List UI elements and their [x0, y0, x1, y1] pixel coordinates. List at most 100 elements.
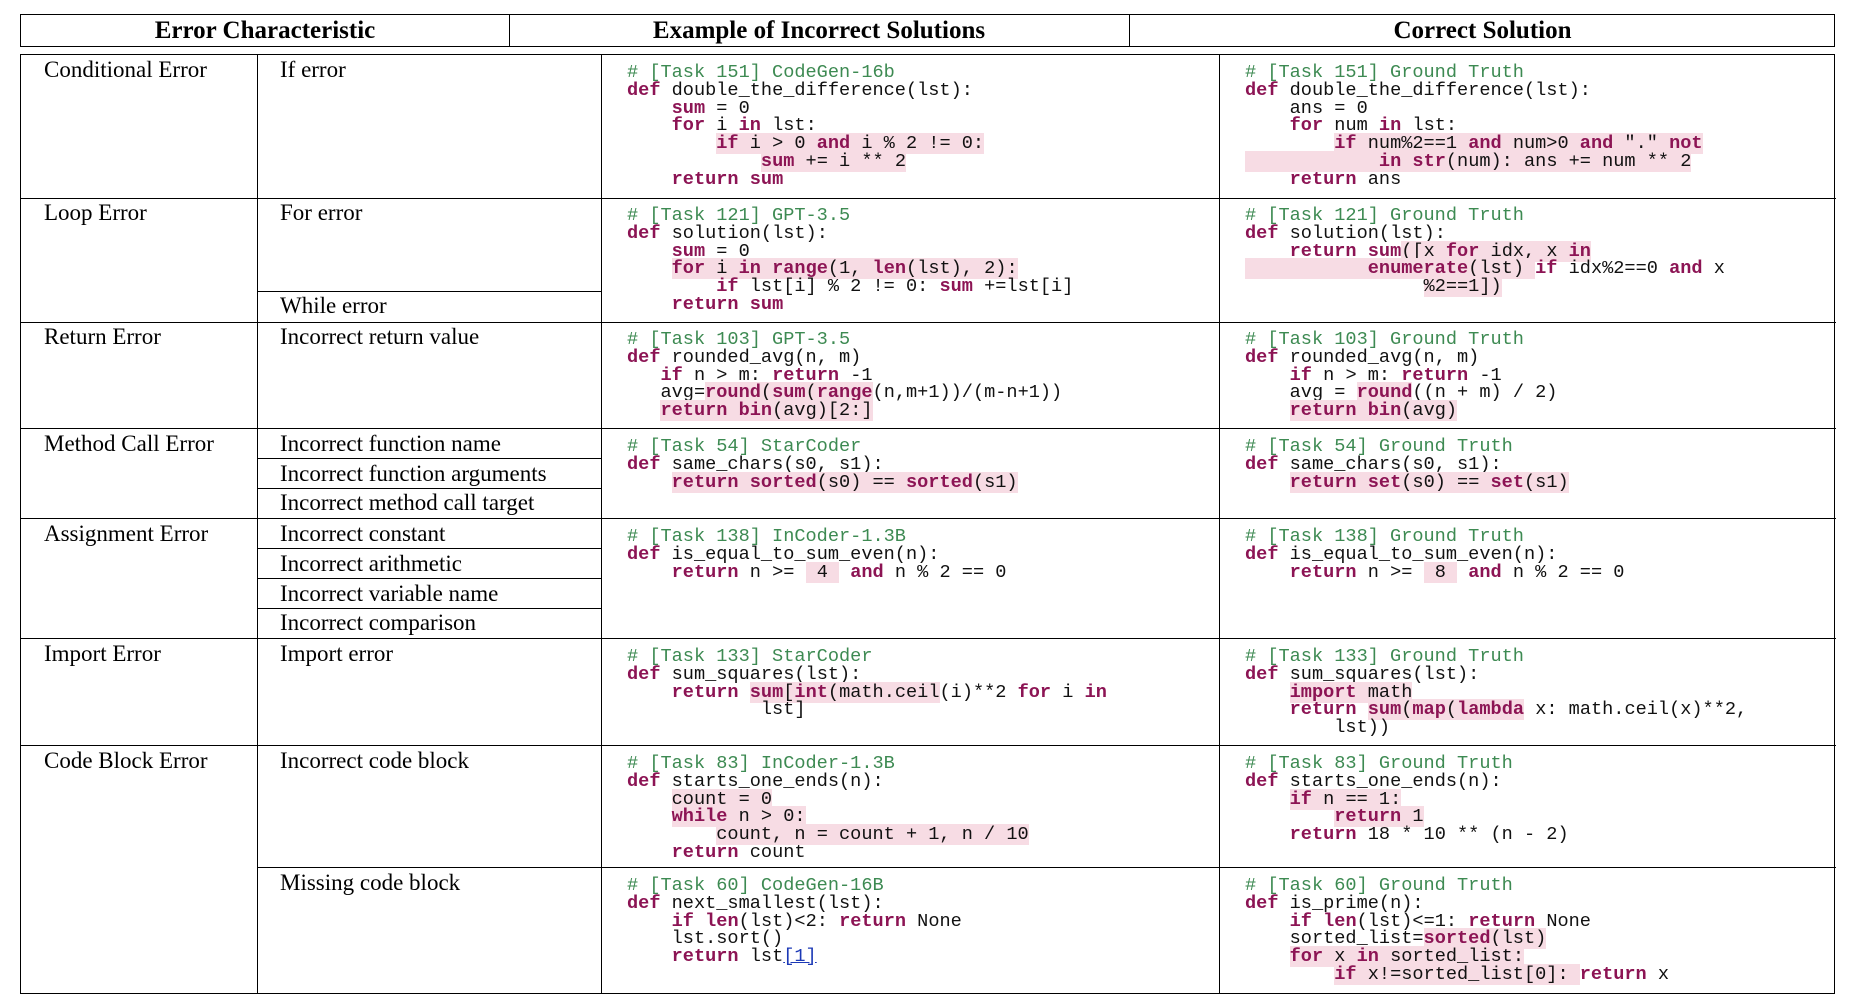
code-token: (avg)[2:] — [772, 400, 873, 422]
subtype-incorrect-function-name: Incorrect function name — [280, 431, 501, 456]
code-line: # [Task 151] CodeGen-16b — [627, 63, 984, 82]
code-token: for — [671, 258, 706, 280]
code-token: if — [1289, 364, 1312, 386]
code-token: return — [1289, 400, 1357, 422]
code-token: sum — [749, 681, 784, 703]
code-token — [627, 946, 672, 967]
code-token — [627, 842, 672, 863]
code-token: (s0) == — [1401, 471, 1491, 493]
code-token: sum — [749, 293, 784, 315]
code-token: i — [705, 258, 739, 280]
code-line: ans = 0 — [1245, 99, 1703, 118]
code-token: sum_squares(lst): — [660, 663, 862, 685]
code-token: solution(lst): — [660, 222, 828, 244]
code-token: 8 — [1423, 561, 1458, 583]
code-line: enumerate(lst) if idx%2==0 and x — [1245, 258, 1725, 280]
code-token: in — [1568, 240, 1591, 262]
code-token: return — [1289, 471, 1357, 493]
code-token: enumerate — [1367, 258, 1469, 280]
code-token: if — [1334, 963, 1357, 985]
code-line: if n > m: return -1 — [627, 366, 1062, 385]
code-token: if — [1535, 258, 1558, 280]
code-token: [ — [783, 681, 795, 703]
code-line: count, n = count + 1, n / 10 — [627, 824, 1029, 846]
subtype-incorrect-function-arguments: Incorrect function arguments — [280, 461, 547, 486]
code-line: return sum(map(lambda x: math.ceil(x)**2… — [1245, 699, 1748, 721]
code-token: (num): ans += num ** 2 — [1445, 150, 1692, 172]
code-token — [839, 562, 850, 583]
code-token: if — [1334, 133, 1357, 155]
code-token: # [Task 60] Ground Truth — [1245, 875, 1513, 896]
code-token: i > 0 — [738, 133, 817, 155]
code-token: len — [872, 258, 907, 280]
code-line: # [Task 138] Ground Truth — [1245, 527, 1624, 546]
code-line: sum = 0 — [627, 97, 984, 119]
code-token: i — [1051, 681, 1085, 703]
code-token: starts_one_ends(n): — [660, 770, 884, 792]
code-token — [1245, 824, 1290, 845]
code-line: return sum([x for idx, x in — [1245, 240, 1725, 262]
code-token: count = 0 — [671, 788, 773, 810]
code-token: sum — [671, 97, 706, 119]
code-token: def — [627, 770, 661, 792]
code-token: round — [1356, 382, 1413, 404]
code-token: if — [1289, 910, 1312, 932]
code-token: = 0 — [705, 240, 750, 262]
code-token: (lst)<2: — [738, 910, 840, 932]
code-token: for — [1017, 681, 1052, 703]
code-token: # [Task 151] Ground Truth — [1245, 62, 1524, 83]
code-token: def — [1245, 453, 1279, 475]
code-token: ( — [1401, 699, 1413, 721]
code-token: # [Task 83] Ground Truth — [1245, 753, 1513, 774]
code-token: def — [1245, 222, 1279, 244]
subtype-incorrect-variable-name: Incorrect variable name — [280, 581, 499, 606]
code-token: x: math.ceil(x)**2, — [1524, 699, 1748, 721]
citation-link[interactable]: [1] — [783, 946, 817, 968]
code-token: return — [839, 910, 907, 932]
code-token — [727, 400, 739, 422]
code-token — [627, 562, 672, 583]
code-token: n % 2 == 0 — [883, 561, 1007, 583]
code-token: solution(lst): — [1278, 222, 1446, 244]
code-line: def rounded_avg(n, m) — [1245, 348, 1557, 367]
code-token: return — [1401, 364, 1469, 386]
code-token: lst[i] % 2 != 0: — [738, 276, 940, 298]
code-line: avg=round(sum(range(n,m+1))/(m-n+1)) — [627, 382, 1062, 404]
code-token: return — [671, 471, 739, 493]
code-token: n >= — [738, 561, 806, 583]
code-token: count — [738, 841, 806, 863]
code-token: def — [1245, 663, 1279, 685]
code-token: def — [627, 346, 661, 368]
code-line: avg = round((n + m) / 2) — [1245, 382, 1557, 404]
subtype-incorrect-code-block: Incorrect code block — [280, 748, 470, 773]
subtype-incorrect-arithmetic: Incorrect arithmetic — [280, 551, 462, 576]
code-token: (lst) — [1490, 928, 1547, 950]
code-token: +=lst[i] — [972, 276, 1074, 298]
code-token: ( — [1445, 699, 1458, 721]
code-token: and — [1669, 258, 1703, 280]
code-line: # [Task 133] Ground Truth — [1245, 647, 1747, 666]
code-token: and — [1579, 133, 1614, 155]
code-token: (s1) — [972, 471, 1018, 493]
code-line: if i > 0 and i % 2 != 0: — [627, 133, 985, 155]
code-token: and — [816, 133, 851, 155]
code-line: def is_prime(n): — [1245, 894, 1669, 913]
code-token: sorted — [905, 471, 973, 493]
code-line: return sum — [627, 293, 1073, 315]
code-token: str — [1412, 150, 1446, 172]
code-line: if n == 1: — [1245, 788, 1569, 810]
code-line: return sum — [627, 170, 984, 189]
code-token: is_equal_to_sum_even(n): — [1278, 543, 1558, 565]
code-token: # [Task 60] CodeGen-16B — [627, 875, 884, 896]
code-token: math — [1356, 681, 1413, 703]
code-token: (lst) — [1468, 258, 1536, 280]
code-token — [738, 471, 750, 493]
code-token: if — [1289, 788, 1312, 810]
